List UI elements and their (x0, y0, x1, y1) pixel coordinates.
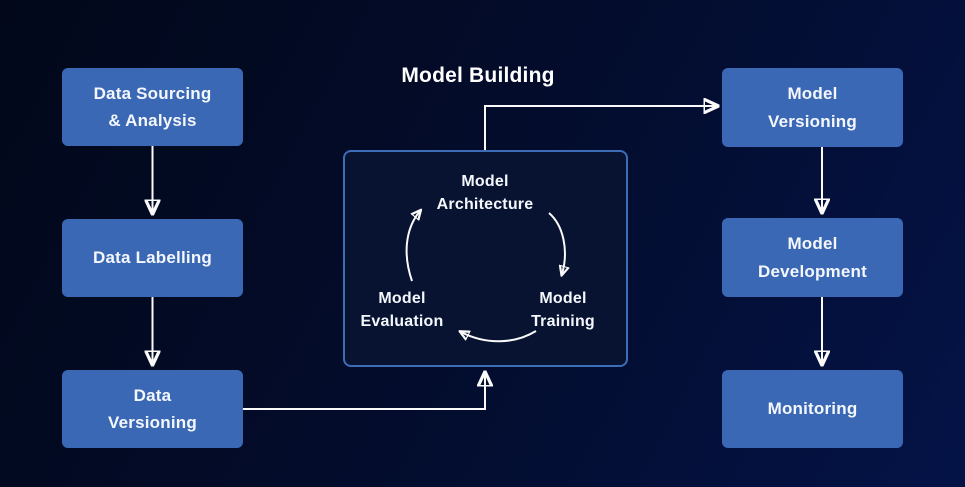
cycle-step-model-training: Model Training (531, 290, 595, 331)
node-model-versioning-label: Model Versioning (768, 84, 857, 131)
cycle-step-model-evaluation: Model Evaluation (360, 290, 444, 331)
node-model-development-label: Model Development (758, 234, 867, 281)
node-data-labelling-label: Data Labelling (93, 248, 212, 268)
node-data-sourcing-analysis: Data Sourcing & Analysis (62, 68, 243, 146)
arrow-model-building-to-model-versioning (484, 106, 717, 150)
node-model-development: Model Development (722, 218, 903, 297)
node-data-versioning-label: Data Versioning (108, 385, 197, 432)
node-monitoring: Monitoring (722, 370, 903, 448)
node-model-versioning: Model Versioning (722, 68, 903, 147)
model-building-title: Model Building (401, 64, 555, 87)
node-monitoring-label: Monitoring (767, 399, 858, 419)
cycle-step-model-architecture: Model Architecture (436, 173, 534, 214)
node-data-versioning: Data Versioning (62, 370, 243, 448)
node-data-sourcing-analysis-label: Data Sourcing & Analysis (93, 83, 212, 130)
arrow-data-versioning-to-model-building (243, 373, 485, 410)
node-data-labelling: Data Labelling (62, 219, 243, 297)
